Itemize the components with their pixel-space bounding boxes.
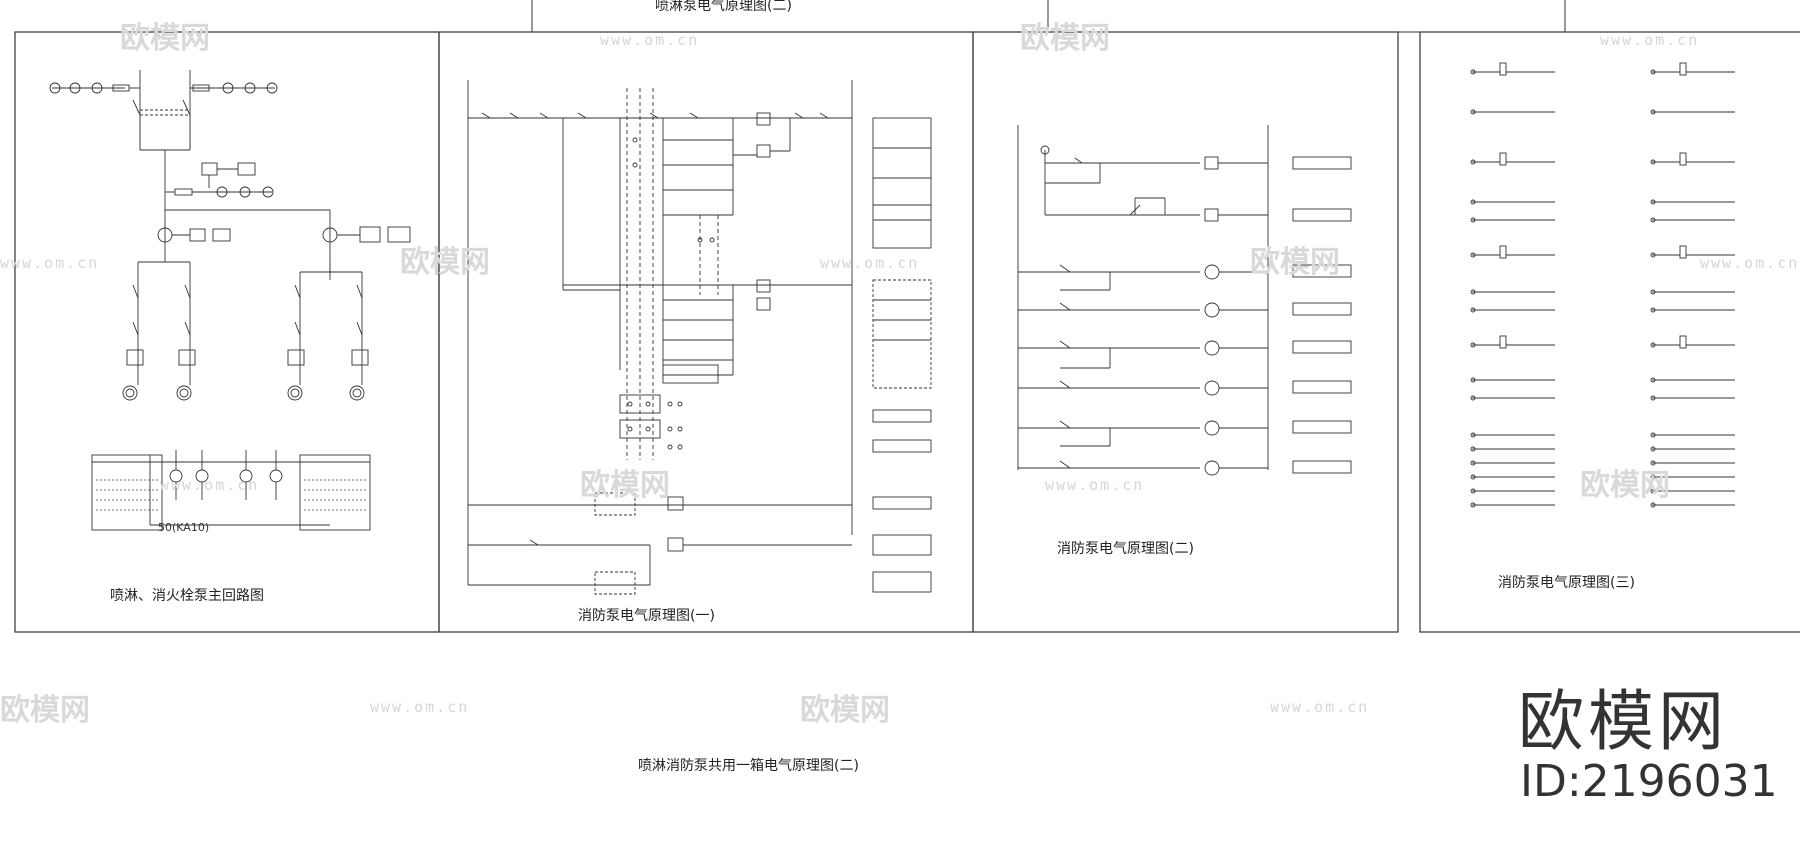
svg-text:欧模网: 欧模网	[1020, 21, 1110, 56]
svg-text:www.om.cn: www.om.cn	[0, 254, 99, 272]
top-title: 喷淋泵电气原理图(二)	[655, 0, 792, 14]
svg-text:欧模网: 欧模网	[1250, 245, 1340, 280]
panel-4-terminal-wiring	[1470, 62, 1735, 508]
svg-text:欧模网: 欧模网	[120, 21, 210, 56]
svg-text:欧模网: 欧模网	[580, 468, 670, 503]
svg-text:www.om.cn: www.om.cn	[600, 31, 699, 49]
drawing-id: ID:2196031	[1520, 756, 1778, 807]
svg-text:www.om.cn: www.om.cn	[160, 476, 259, 494]
svg-text:欧模网: 欧模网	[0, 693, 90, 728]
panel-1-main-circuit	[49, 70, 411, 531]
svg-text:www.om.cn: www.om.cn	[1045, 476, 1144, 494]
terminal-column-right	[1650, 62, 1735, 508]
panel-1-title: 喷淋、消火栓泵主回路图	[110, 588, 264, 604]
panel-4-title: 消防泵电气原理图(三)	[1498, 575, 1635, 591]
panel-2-title: 消防泵电气原理图(一)	[578, 608, 715, 624]
lamp-row-right	[190, 82, 278, 94]
annotation-50-ka10: 50(KA10)	[158, 521, 209, 534]
svg-text:www.om.cn: www.om.cn	[1700, 254, 1799, 272]
watermark-layer: 欧模网 欧模网 欧模网 欧模网 欧模网 欧模网 欧模网 欧模网 www.om.c…	[0, 21, 1799, 728]
panel-3-title: 消防泵电气原理图(二)	[1057, 541, 1194, 557]
brand-logo: 欧模网	[1518, 683, 1728, 760]
main-caption: 喷淋消防泵共用一箱电气原理图(二)	[638, 758, 859, 774]
svg-text:www.om.cn: www.om.cn	[1600, 31, 1699, 49]
svg-text:www.om.cn: www.om.cn	[820, 254, 919, 272]
panel-3-control-circuit	[1017, 125, 1352, 476]
terminal-column-left	[1470, 62, 1555, 508]
svg-text:欧模网: 欧模网	[800, 693, 890, 728]
svg-text:www.om.cn: www.om.cn	[370, 698, 469, 716]
svg-text:欧模网: 欧模网	[1580, 468, 1670, 503]
svg-text:欧模网: 欧模网	[400, 245, 490, 280]
panel-2-control-circuit	[467, 80, 932, 595]
svg-text:www.om.cn: www.om.cn	[1270, 698, 1369, 716]
lamp-row-left	[49, 82, 140, 94]
panel-frames	[14, 31, 1800, 633]
